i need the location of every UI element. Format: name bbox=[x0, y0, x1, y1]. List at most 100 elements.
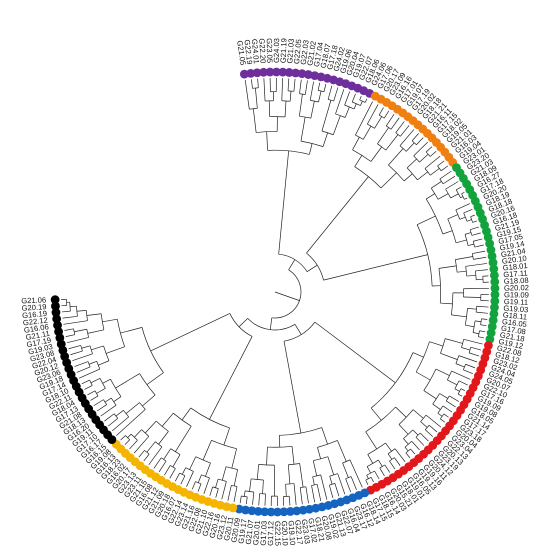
branch bbox=[439, 170, 452, 180]
branch bbox=[367, 454, 374, 464]
branch-arc bbox=[96, 361, 101, 370]
branch bbox=[480, 324, 487, 327]
branch bbox=[231, 448, 237, 469]
branch bbox=[474, 244, 484, 248]
leaf-dot bbox=[259, 67, 268, 77]
branch bbox=[299, 463, 304, 488]
branch-arc bbox=[225, 466, 238, 470]
branch bbox=[321, 100, 332, 132]
branch bbox=[426, 193, 435, 200]
branch bbox=[181, 407, 192, 421]
branch-arc bbox=[310, 99, 319, 103]
branch bbox=[471, 232, 481, 236]
leaf-dot bbox=[51, 308, 61, 317]
branch bbox=[423, 390, 437, 400]
branch bbox=[288, 496, 291, 506]
branch-arc bbox=[359, 99, 366, 103]
leaf-label: G21.05 bbox=[235, 40, 247, 66]
branch bbox=[449, 395, 459, 402]
leaf-dot bbox=[490, 303, 499, 312]
branch bbox=[104, 397, 112, 403]
leaf-label: G17.03 bbox=[259, 521, 269, 546]
branch bbox=[428, 425, 438, 433]
branch bbox=[333, 87, 339, 102]
branch-arc bbox=[454, 259, 458, 273]
branch bbox=[111, 416, 129, 432]
leaf-label: G20.10 bbox=[501, 254, 527, 266]
branch-arc bbox=[395, 132, 401, 137]
branch bbox=[309, 143, 313, 155]
branch bbox=[144, 420, 157, 434]
branch bbox=[481, 318, 488, 320]
branch bbox=[91, 345, 104, 351]
branch-arc bbox=[141, 327, 164, 373]
leaf-dot bbox=[489, 309, 499, 319]
root-branch bbox=[274, 291, 300, 301]
branch bbox=[473, 238, 483, 242]
branch bbox=[416, 137, 424, 146]
branch bbox=[465, 363, 476, 369]
branch bbox=[314, 321, 396, 384]
leaf-dot bbox=[265, 67, 275, 77]
branch bbox=[76, 310, 87, 312]
branch bbox=[142, 394, 156, 407]
branch bbox=[233, 469, 238, 487]
branch bbox=[203, 477, 210, 494]
branch bbox=[96, 388, 106, 394]
leaf-label: G21.02 bbox=[305, 40, 318, 66]
branch-lines bbox=[61, 77, 489, 506]
branch-arc bbox=[160, 457, 167, 462]
branch bbox=[256, 464, 260, 480]
branch bbox=[197, 483, 202, 492]
leaf-dot bbox=[285, 507, 295, 516]
leaf-label: G17.08 bbox=[500, 324, 526, 337]
branch bbox=[440, 302, 453, 305]
branch bbox=[65, 334, 75, 337]
branch bbox=[411, 441, 420, 451]
branch bbox=[304, 80, 308, 95]
branch bbox=[337, 440, 347, 462]
branch bbox=[395, 121, 405, 133]
leaf-dot bbox=[253, 506, 263, 516]
branch bbox=[288, 259, 296, 271]
branch bbox=[370, 146, 382, 162]
branch bbox=[317, 447, 321, 459]
branch bbox=[443, 413, 449, 418]
branch bbox=[312, 460, 318, 476]
branch bbox=[442, 405, 453, 413]
branch bbox=[143, 453, 150, 462]
leaf-dot bbox=[292, 506, 302, 516]
leaf-label: G19.11 bbox=[504, 297, 529, 307]
branch-arc bbox=[113, 413, 119, 419]
branch bbox=[87, 329, 104, 334]
branch bbox=[161, 412, 174, 427]
branch bbox=[245, 496, 248, 505]
branch-arc bbox=[366, 459, 379, 467]
branch bbox=[399, 129, 415, 146]
leaf-dot bbox=[272, 67, 281, 77]
branch-arc bbox=[406, 167, 418, 181]
branch bbox=[411, 133, 419, 141]
branch-arc bbox=[80, 345, 83, 352]
branch bbox=[416, 215, 436, 226]
branch bbox=[455, 256, 473, 260]
branch-arc bbox=[387, 448, 396, 455]
branch bbox=[84, 385, 93, 390]
branch bbox=[180, 475, 186, 485]
branch bbox=[425, 414, 442, 428]
leaf-dot bbox=[490, 283, 500, 293]
leaf-label: G20.10 bbox=[280, 521, 290, 546]
branch-arc bbox=[455, 355, 460, 364]
branch bbox=[442, 175, 456, 185]
branch bbox=[93, 399, 104, 407]
branch-arc bbox=[455, 209, 461, 220]
branch bbox=[405, 452, 411, 459]
branch bbox=[255, 88, 258, 109]
branch bbox=[181, 467, 186, 475]
branch-arc bbox=[87, 361, 91, 368]
branch bbox=[299, 487, 303, 505]
leaf-dot bbox=[279, 507, 289, 517]
branch bbox=[64, 328, 74, 331]
